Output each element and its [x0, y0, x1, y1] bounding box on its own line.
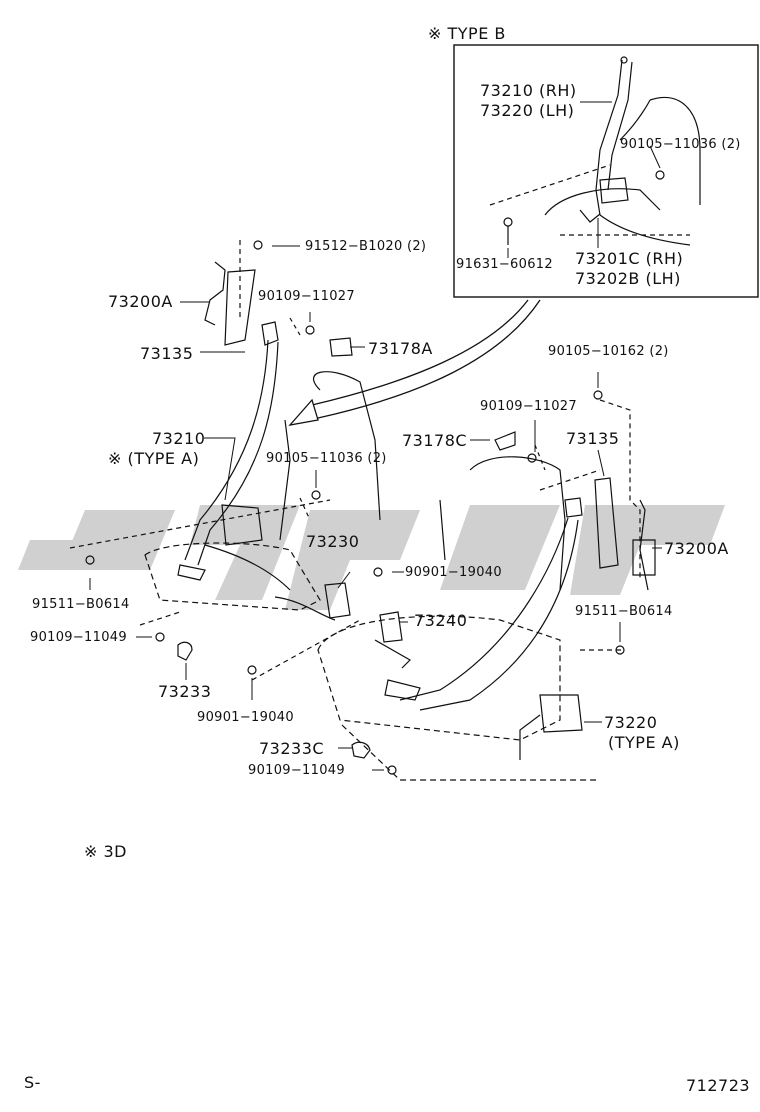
inset-seatbelt-drawing [489, 56, 701, 246]
part-label-73240: 73240 [414, 611, 468, 630]
part-label-73200a-left: 73200A [108, 292, 173, 311]
part-label-73210-rh: 73210 (RH) [480, 81, 577, 100]
part-label-73233c: 73233C [259, 739, 325, 758]
part-label-90105-11036-type-a: 90105−11036 (2) [266, 451, 387, 466]
part-label-73135-left: 73135 [140, 344, 194, 363]
part-label-73201c-rh: 73201C (RH) [575, 249, 684, 268]
part-label-73233: 73233 [158, 682, 212, 701]
part-label-90901-19040-mid: 90901−19040 [405, 565, 502, 580]
part-label-73178a: 73178A [368, 339, 433, 358]
note-3d: ※ 3D [84, 842, 127, 861]
part-label-91511-b0614-left: 91511−B0614 [32, 597, 130, 612]
part-label-73220: 73220 [604, 713, 658, 732]
watermark [18, 505, 725, 610]
part-label-73200a-right: 73200A [664, 539, 729, 558]
part-label-91512-b1020: 91512−B1020 (2) [305, 239, 427, 254]
leader-lines [89, 101, 662, 771]
part-label-91511-b0614-right: 91511−B0614 [575, 604, 673, 619]
part-label-90109-11049-left: 90109−11049 [30, 630, 127, 645]
right-seat-assembly [317, 390, 656, 781]
part-label-90109-11027-right: 90109−11027 [480, 399, 577, 414]
part-label-73220-lh: 73220 (LH) [480, 101, 575, 120]
part-label-73178c: 73178C [402, 431, 468, 450]
part-label-90105-10162: 90105−10162 (2) [548, 344, 669, 359]
type-a-label-left: ※ (TYPE A) [108, 449, 200, 468]
part-label-91631-60612: 91631−60612 [456, 257, 553, 272]
part-label-73210-73220-inset: 73210 (RH) 73220 (LH) [480, 81, 577, 121]
part-label-73210: 73210 [152, 429, 206, 448]
part-label-73202b-lh: 73202B (LH) [575, 269, 681, 288]
type-b-inset-frame [453, 44, 759, 298]
part-label-73201c-73202b: 73201C (RH) 73202B (LH) [575, 249, 683, 289]
part-label-73135-right: 73135 [566, 429, 620, 448]
left-seat-assembly [69, 240, 383, 681]
inset-reference-arrow [288, 299, 541, 426]
part-label-90105-11036-inset: 90105−11036 (2) [620, 137, 741, 152]
type-a-label-right: (TYPE A) [608, 733, 680, 752]
part-label-73230: 73230 [306, 532, 360, 551]
part-label-90109-11049-bottom: 90109−11049 [248, 763, 345, 778]
corner-mark: S- [24, 1073, 41, 1092]
part-label-90109-11027-left: 90109−11027 [258, 289, 355, 304]
part-label-90901-19040-bottom: 90901−19040 [197, 710, 294, 725]
type-b-title: ※ TYPE B [428, 24, 506, 43]
diagram-number: 712723 [686, 1076, 751, 1095]
